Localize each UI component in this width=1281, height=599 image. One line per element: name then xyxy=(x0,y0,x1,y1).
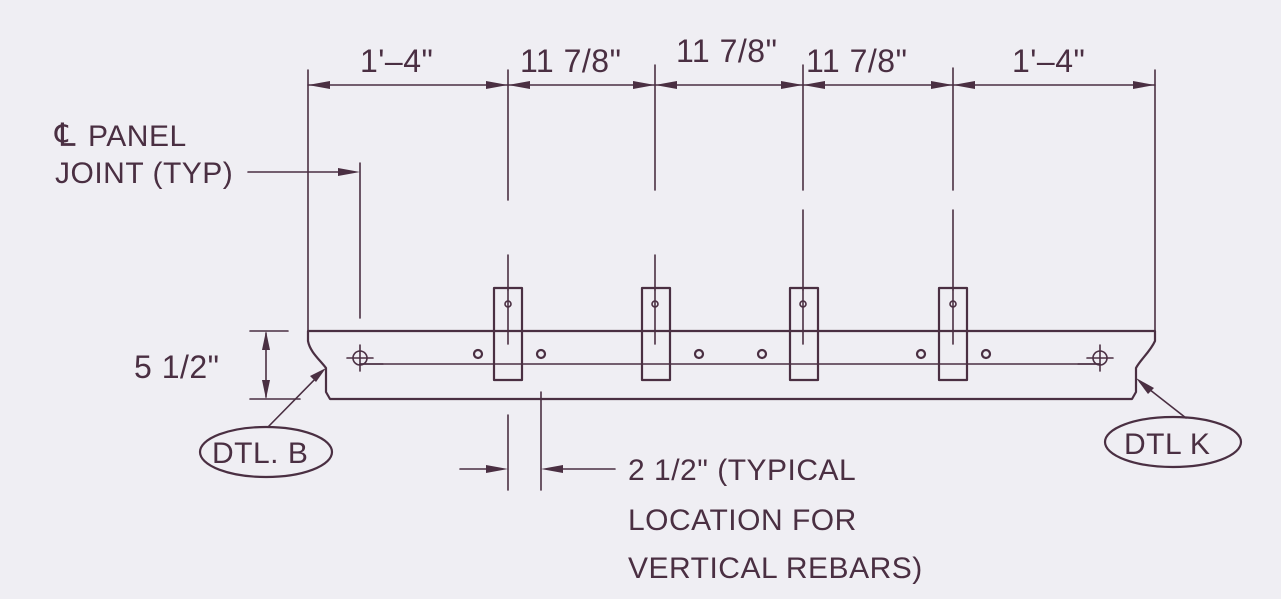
plate-body xyxy=(937,286,969,382)
thickness-label: 5 1/2" xyxy=(134,349,220,385)
plate-body xyxy=(492,286,524,382)
dimension-right-end: 1'–4" xyxy=(1012,43,1085,79)
rebar-dot xyxy=(472,348,484,360)
dim-arrow xyxy=(508,81,530,89)
panel-joint-line1: PANEL xyxy=(88,120,187,153)
dim-arrow xyxy=(308,81,330,89)
detail-bubble xyxy=(1103,415,1243,469)
rebar-dim-arrow-right xyxy=(541,465,563,473)
plate-body xyxy=(640,286,672,382)
detail-leader-arrow xyxy=(1136,378,1154,394)
top-dimension-chain: 1'–4" 11 7/8" 11 7/8" 11 7/8" 1'–4" xyxy=(307,33,1156,331)
leader-arrow xyxy=(338,168,360,176)
dim-arrow xyxy=(633,81,655,89)
plate-body xyxy=(788,286,820,382)
detail-callout-left: DTL. B xyxy=(198,368,334,479)
rebar-note-line3: VERTICAL REBARS) xyxy=(628,552,923,585)
plate-hole xyxy=(799,300,807,308)
connector-plate-3 xyxy=(788,286,820,382)
thickness-dimension: 5 1/2" xyxy=(134,330,301,400)
detail-bubble xyxy=(198,425,334,479)
rebar-dim-arrow-left xyxy=(486,465,508,473)
detail-callout-right: DTL K xyxy=(1103,378,1243,469)
plate-hole xyxy=(949,300,957,308)
panel-outline xyxy=(306,329,1157,401)
detail-leader-arrow xyxy=(310,368,326,382)
connector-plate-1 xyxy=(492,286,524,382)
plate-hole xyxy=(504,300,512,308)
detail-leader xyxy=(267,371,323,428)
rebar-dot xyxy=(535,348,547,360)
rebar-dot xyxy=(693,348,705,360)
dim-arrow xyxy=(655,81,677,89)
dim-arrow xyxy=(486,81,508,89)
detail-right-label: DTL K xyxy=(1124,428,1210,461)
thickness-arrow-top xyxy=(262,331,270,350)
dim-arrow xyxy=(781,81,803,89)
rebar-dot xyxy=(915,348,927,360)
rebar-dot xyxy=(980,348,992,360)
connector-plate-2 xyxy=(640,286,672,382)
panel-section xyxy=(306,286,1157,401)
rebar-note-line2: LOCATION FOR xyxy=(628,504,857,537)
centerline-symbol: ℄ xyxy=(54,117,76,153)
dim-arrow xyxy=(931,81,953,89)
dim-arrow xyxy=(953,81,975,89)
dimension-spacing-1: 11 7/8" xyxy=(520,43,621,79)
rebar-note-line1: 2 1/2" (TYPICAL xyxy=(628,454,856,487)
rebar-dot xyxy=(756,348,768,360)
connector-plate-4 xyxy=(937,286,969,382)
panel-joint-line2: JOINT (TYP) xyxy=(55,157,233,190)
panel-joint-note: ℄ PANEL JOINT (TYP) xyxy=(54,117,361,319)
detail-left-label: DTL. B xyxy=(212,437,308,470)
dimension-spacing-2: 11 7/8" xyxy=(676,33,777,69)
dim-arrow xyxy=(803,81,825,89)
dim-arrow xyxy=(1133,81,1155,89)
dimension-left-end: 1'–4" xyxy=(360,43,433,79)
plate-hole xyxy=(651,300,659,308)
dimension-spacing-3: 11 7/8" xyxy=(806,43,907,79)
thickness-arrow-bottom xyxy=(262,380,270,399)
rebar-location-note: 2 1/2" (TYPICAL LOCATION FOR VERTICAL RE… xyxy=(459,391,923,585)
